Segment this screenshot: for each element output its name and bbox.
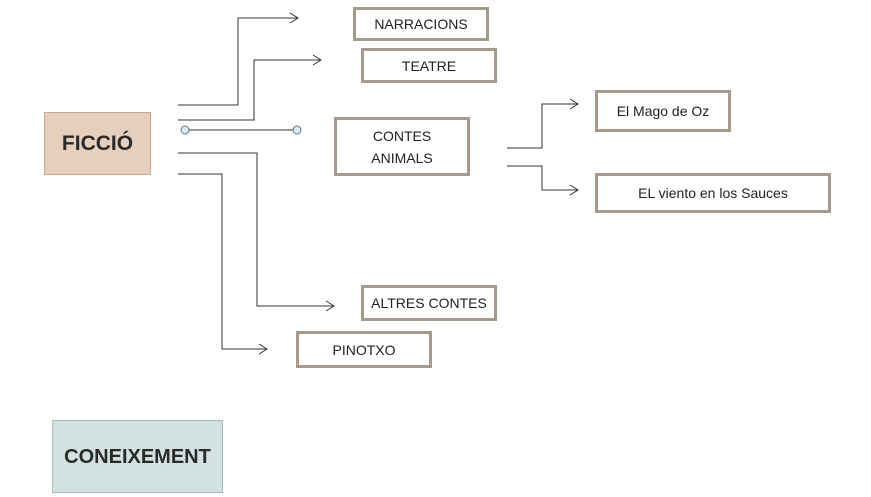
arrowhead-altres-contes <box>325 300 335 312</box>
connector-end-dot <box>292 125 302 135</box>
node-mago-oz-label: El Mago de Oz <box>616 103 710 119</box>
node-viento-sauces: EL viento en los Sauces <box>595 173 831 213</box>
node-coneixement-label: CONEIXEMENT <box>64 445 211 468</box>
node-ficcio-label: FICCIÓ <box>61 131 134 155</box>
node-ficcio: FICCIÓ <box>44 112 151 175</box>
arrowhead-viento-sauces <box>569 184 579 196</box>
node-viento-sauces-label: EL viento en los Sauces <box>638 185 788 201</box>
node-narracions: NARRACIONS <box>353 7 489 41</box>
connector-start-dot <box>180 125 190 135</box>
node-contes-animals-label: CONTES ANIMALS <box>371 127 433 166</box>
node-altres-contes-label: ALTRES CONTES <box>371 295 487 311</box>
connector-mago-oz <box>507 103 578 149</box>
node-altres-contes: ALTRES CONTES <box>361 285 497 321</box>
node-coneixement: CONEIXEMENT <box>52 420 223 493</box>
node-narracions-label: NARRACIONS <box>374 16 468 32</box>
node-pinotxo-label: PINOTXO <box>332 341 396 358</box>
arrowhead-teatre <box>312 54 322 66</box>
connector-pinotxo <box>178 173 267 350</box>
node-pinotxo: PINOTXO <box>296 331 432 368</box>
connector-altres-contes <box>178 152 334 307</box>
node-teatre: TEATRE <box>361 48 497 83</box>
arrowhead-mago-oz <box>569 98 579 110</box>
connector-viento-sauces <box>507 165 578 191</box>
connector-narracions <box>178 17 298 106</box>
connector-teatre <box>178 59 321 121</box>
node-teatre-label: TEATRE <box>401 57 457 74</box>
node-contes-animals: CONTES ANIMALS <box>334 117 470 176</box>
node-mago-oz: El Mago de Oz <box>595 90 731 132</box>
arrowhead-narracions <box>289 12 299 24</box>
arrowhead-pinotxo <box>258 343 268 355</box>
